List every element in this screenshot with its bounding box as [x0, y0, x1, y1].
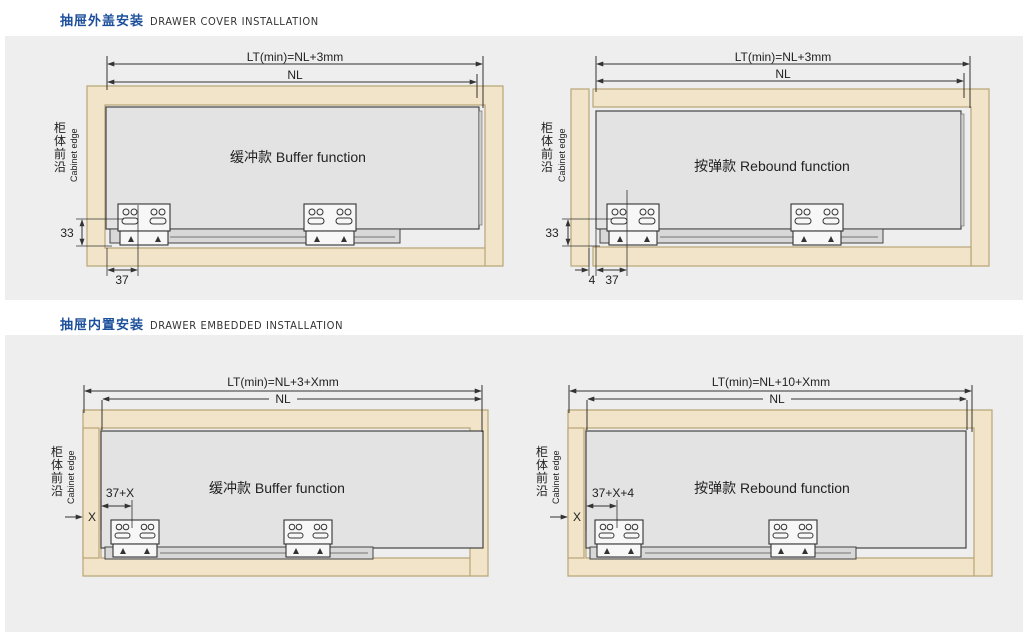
nl-label: NL	[287, 68, 303, 82]
dim-33: 33	[60, 226, 74, 240]
embedded-installation-panel: LT(min)=NL+3+Xmm NL 缓冲款 Buffer function …	[5, 335, 1023, 632]
lt-label: LT(min)=NL+3mm	[247, 50, 343, 64]
dim-37: 37	[115, 273, 129, 287]
cabinet-edge-cn: 柜体前沿	[541, 121, 553, 174]
section-title-cn: 抽屉外盖安装	[60, 13, 145, 28]
dim-37: 37	[605, 273, 619, 287]
nl-label: NL	[775, 67, 791, 81]
section-title-en: DRAWER EMBEDDED INSTALLATION	[150, 319, 344, 332]
diagram-embedded-buffer: LT(min)=NL+3+Xmm NL 缓冲款 Buffer function …	[51, 375, 489, 577]
cover-installation-panel: LT(min)=NL+3mm NL 缓冲款 Buffer function 柜体…	[5, 36, 1023, 300]
cabinet-edge-cn: 柜体前沿	[54, 121, 66, 174]
lt-label: LT(min)=NL+3+Xmm	[227, 375, 338, 389]
dim-x: X	[573, 510, 581, 524]
diagram-cover-rebound: LT(min)=NL+3mm NL 按弹款 Rebound function 柜…	[541, 50, 990, 287]
function-label: 按弹款 Rebound function	[694, 480, 850, 496]
dim-37-plus-x-plus-4: 37+X+4	[592, 486, 634, 500]
function-label: 缓冲款 Buffer function	[230, 149, 366, 165]
hinge-right	[303, 203, 357, 246]
hinge-right	[283, 519, 333, 558]
diagram-embedded-rebound: LT(min)=NL+10+Xmm NL 按弹款 Rebound functio…	[536, 375, 993, 577]
hinge-left	[110, 519, 160, 558]
diagram-cover-buffer: LT(min)=NL+3mm NL 缓冲款 Buffer function 柜体…	[54, 50, 504, 287]
section-title-en: DRAWER COVER INSTALLATION	[150, 15, 319, 28]
cabinet-edge-en: Cabinet edge	[557, 128, 567, 182]
dim-4: 4	[589, 273, 596, 287]
function-label: 缓冲款 Buffer function	[209, 480, 345, 496]
dim-37-plus-x: 37+X	[106, 486, 134, 500]
section-title-embedded: 抽屉内置安装 DRAWER EMBEDDED INSTALLATION	[60, 314, 343, 333]
cabinet-edge-en: Cabinet edge	[69, 128, 79, 182]
section-title-cn: 抽屉内置安装	[60, 317, 145, 332]
cabinet-side-left	[570, 88, 590, 267]
function-label: 按弹款 Rebound function	[694, 158, 850, 174]
lt-label: LT(min)=NL+3mm	[735, 50, 831, 64]
cover-installation-drawing: LT(min)=NL+3mm NL 缓冲款 Buffer function 柜体…	[54, 50, 990, 287]
cabinet-edge-en: Cabinet edge	[551, 450, 561, 504]
drawer-body	[100, 430, 484, 549]
cabinet-side-left	[82, 427, 100, 559]
lt-label: LT(min)=NL+10+Xmm	[712, 375, 830, 389]
section-title-cover: 抽屉外盖安装 DRAWER COVER INSTALLATION	[60, 10, 319, 29]
embedded-installation-drawing: LT(min)=NL+3+Xmm NL 缓冲款 Buffer function …	[51, 375, 993, 577]
cabinet-edge-en: Cabinet edge	[66, 450, 76, 504]
hinge-right	[790, 203, 844, 246]
hinge-left	[606, 203, 660, 246]
hinge-left	[594, 519, 644, 558]
cabinet-side-left	[567, 427, 585, 559]
dim-x: X	[88, 510, 96, 524]
cabinet-frame	[86, 85, 504, 267]
hinge-right	[768, 519, 818, 558]
dim-33: 33	[545, 226, 559, 240]
cabinet-edge-cn: 柜体前沿	[51, 445, 63, 498]
hinge-left	[117, 203, 171, 246]
cabinet-edge-cn: 柜体前沿	[536, 445, 548, 498]
nl-label: NL	[769, 392, 785, 406]
nl-label: NL	[275, 392, 291, 406]
